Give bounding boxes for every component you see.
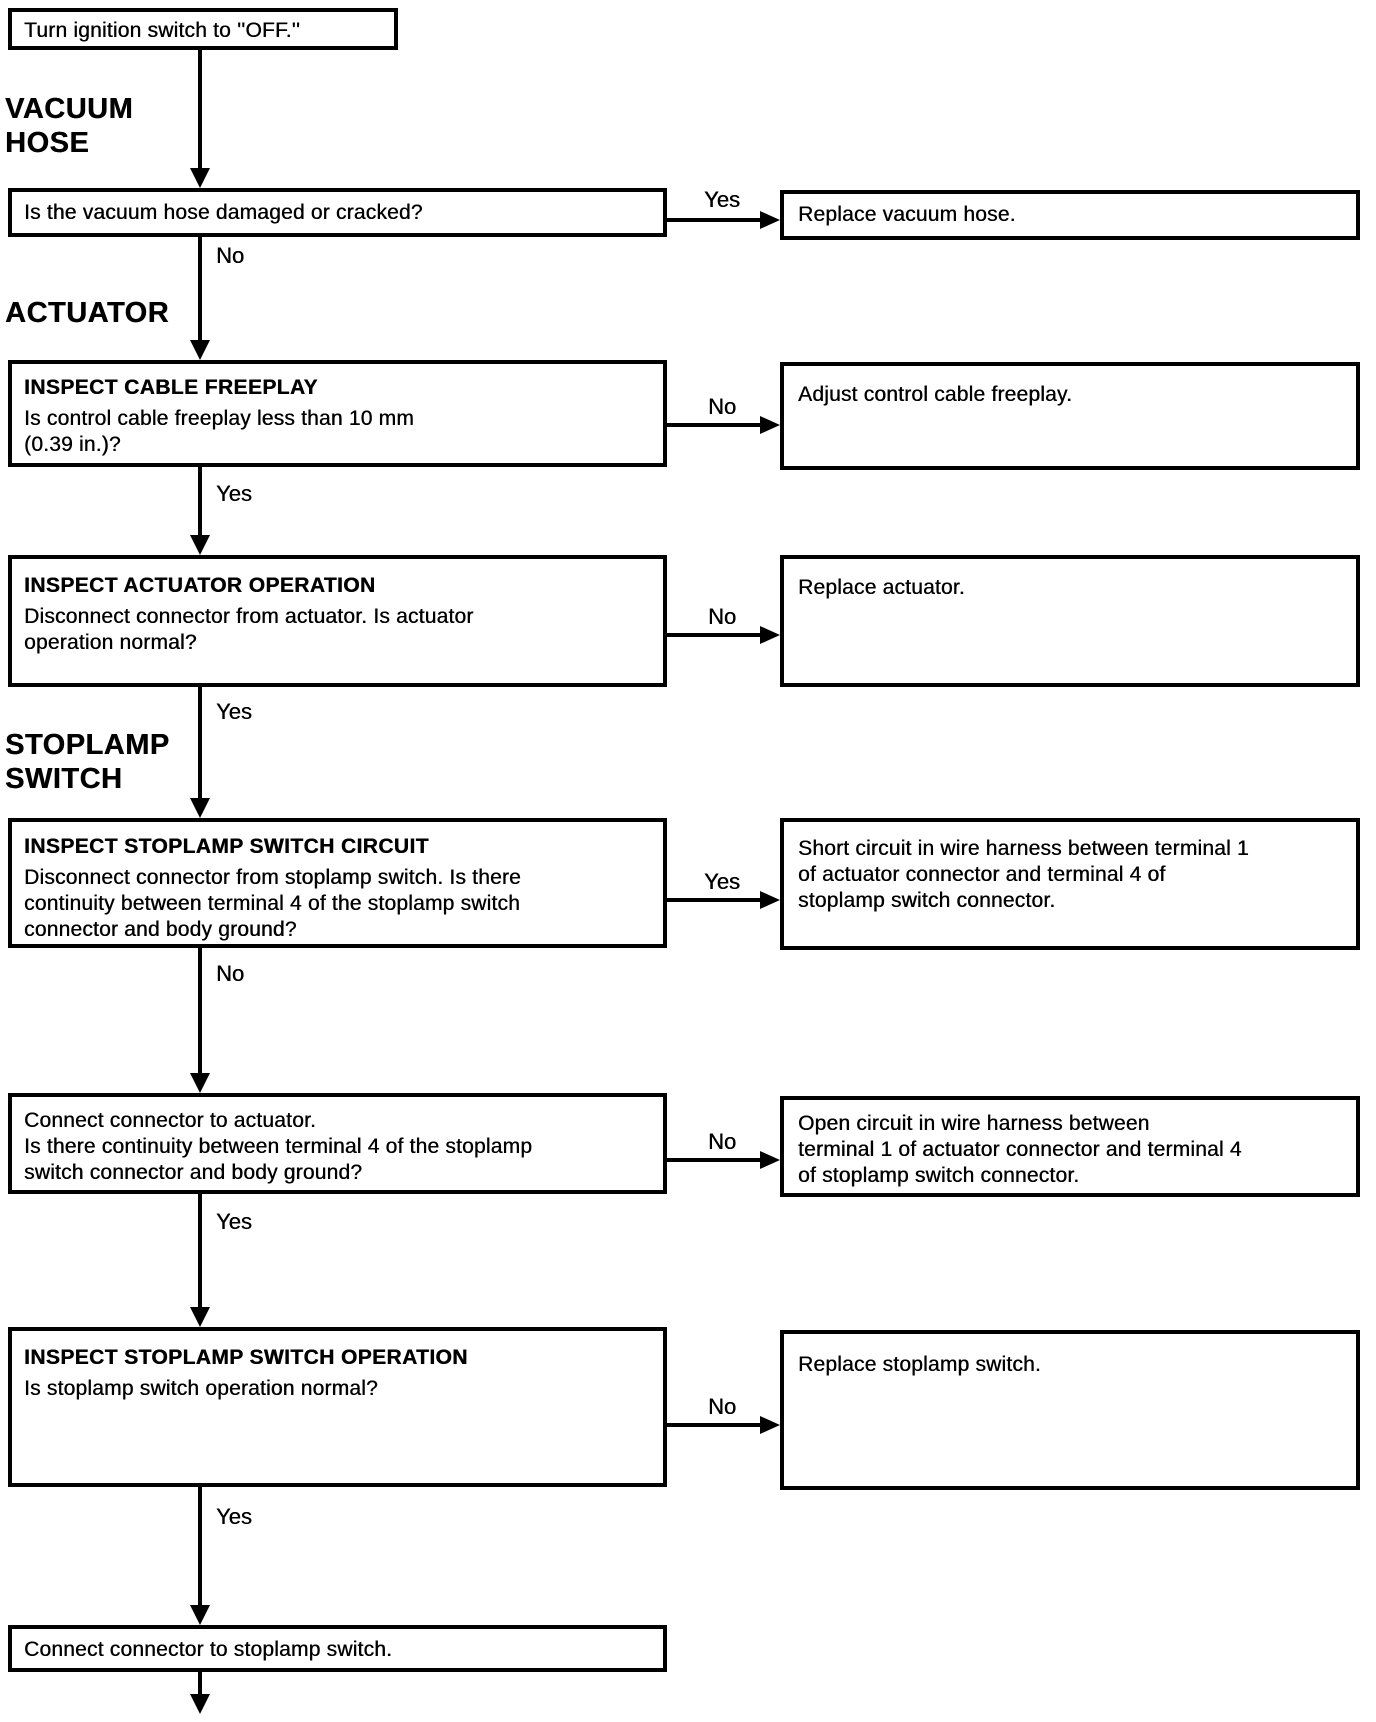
flow-label-yes: Yes [216,1504,252,1529]
down-arrowhead-icon [190,168,210,188]
flow-label-yes: Yes [216,699,252,724]
right-arrow [667,1423,762,1427]
decision-box-vacuum-hose: Is the vacuum hose damaged or cracked? [8,188,667,237]
right-arrow [667,633,762,637]
branch-label-yes: Yes [704,187,740,212]
flow-label-yes: Yes [216,1209,252,1234]
right-arrow [667,898,762,902]
down-arrowhead-icon [190,1605,210,1625]
down-arrowhead-icon [190,1073,210,1093]
branch-label-no: No [707,394,737,419]
box-title: INSPECT CABLE FREEPLAY [24,376,318,399]
down-arrow [198,1194,202,1307]
decision-box-actuator-connected-continuity: Connect connector to actuator. Is there … [8,1093,667,1194]
flow-label-yes: Yes [216,481,252,506]
flow-label-no: No [216,961,245,986]
down-arrowhead-icon [190,798,210,818]
section-label-vacuum-hose: VACUUM HOSE [5,93,134,159]
right-arrowhead-icon [760,891,780,909]
result-box-adjust-cable-freeplay: Adjust control cable freeplay. [780,362,1360,470]
start-box: Turn ignition switch to ''OFF.'' [8,8,398,50]
result-box-replace-vacuum-hose: Replace vacuum hose. [780,190,1360,240]
box-title: INSPECT STOPLAMP SWITCH OPERATION [24,1346,468,1369]
box-title: INSPECT ACTUATOR OPERATION [24,574,376,597]
decision-box-stoplamp-switch-operation: INSPECT STOPLAMP SWITCH OPERATION Is sto… [8,1327,667,1487]
section-label-stoplamp-switch: STOPLAMP SWITCH [5,729,170,795]
down-arrowhead-icon [190,1694,210,1714]
down-arrow [198,1671,202,1694]
right-arrowhead-icon [760,416,780,434]
down-arrow [198,948,202,1073]
down-arrowhead-icon [190,1307,210,1327]
branch-label-yes: Yes [704,869,740,894]
branch-label-no: No [707,1394,737,1419]
end-box-connect-stoplamp-switch: Connect connector to stoplamp switch. [8,1625,667,1672]
right-arrowhead-icon [760,211,780,229]
start-box-text: Turn ignition switch to ''OFF.'' [24,19,301,42]
down-arrow [198,50,202,168]
down-arrowhead-icon [190,535,210,555]
down-arrow [198,1487,202,1605]
section-label-actuator: ACTUATOR [5,297,170,329]
result-box-short-circuit: Short circuit in wire harness between te… [780,818,1360,950]
result-box-replace-actuator: Replace actuator. [780,555,1360,687]
down-arrow [198,467,202,535]
down-arrowhead-icon [190,340,210,360]
down-arrow [198,237,202,340]
right-arrowhead-icon [760,1151,780,1169]
right-arrow [667,218,762,222]
down-arrow [198,687,202,798]
flow-label-no: No [216,243,245,268]
branch-label-no: No [707,1129,737,1154]
right-arrowhead-icon [760,1416,780,1434]
branch-label-no: No [707,604,737,629]
result-box-replace-stoplamp-switch: Replace stoplamp switch. [780,1330,1360,1490]
decision-box-cable-freeplay: INSPECT CABLE FREEPLAY Is control cable … [8,360,667,467]
right-arrow [667,423,762,427]
right-arrowhead-icon [760,626,780,644]
result-box-open-circuit: Open circuit in wire harness between ter… [780,1096,1360,1197]
box-title: INSPECT STOPLAMP SWITCH CIRCUIT [24,835,429,858]
decision-box-actuator-operation: INSPECT ACTUATOR OPERATION Disconnect co… [8,555,667,687]
right-arrow [667,1158,762,1162]
decision-box-stoplamp-switch-circuit: INSPECT STOPLAMP SWITCH CIRCUIT Disconne… [8,818,667,948]
